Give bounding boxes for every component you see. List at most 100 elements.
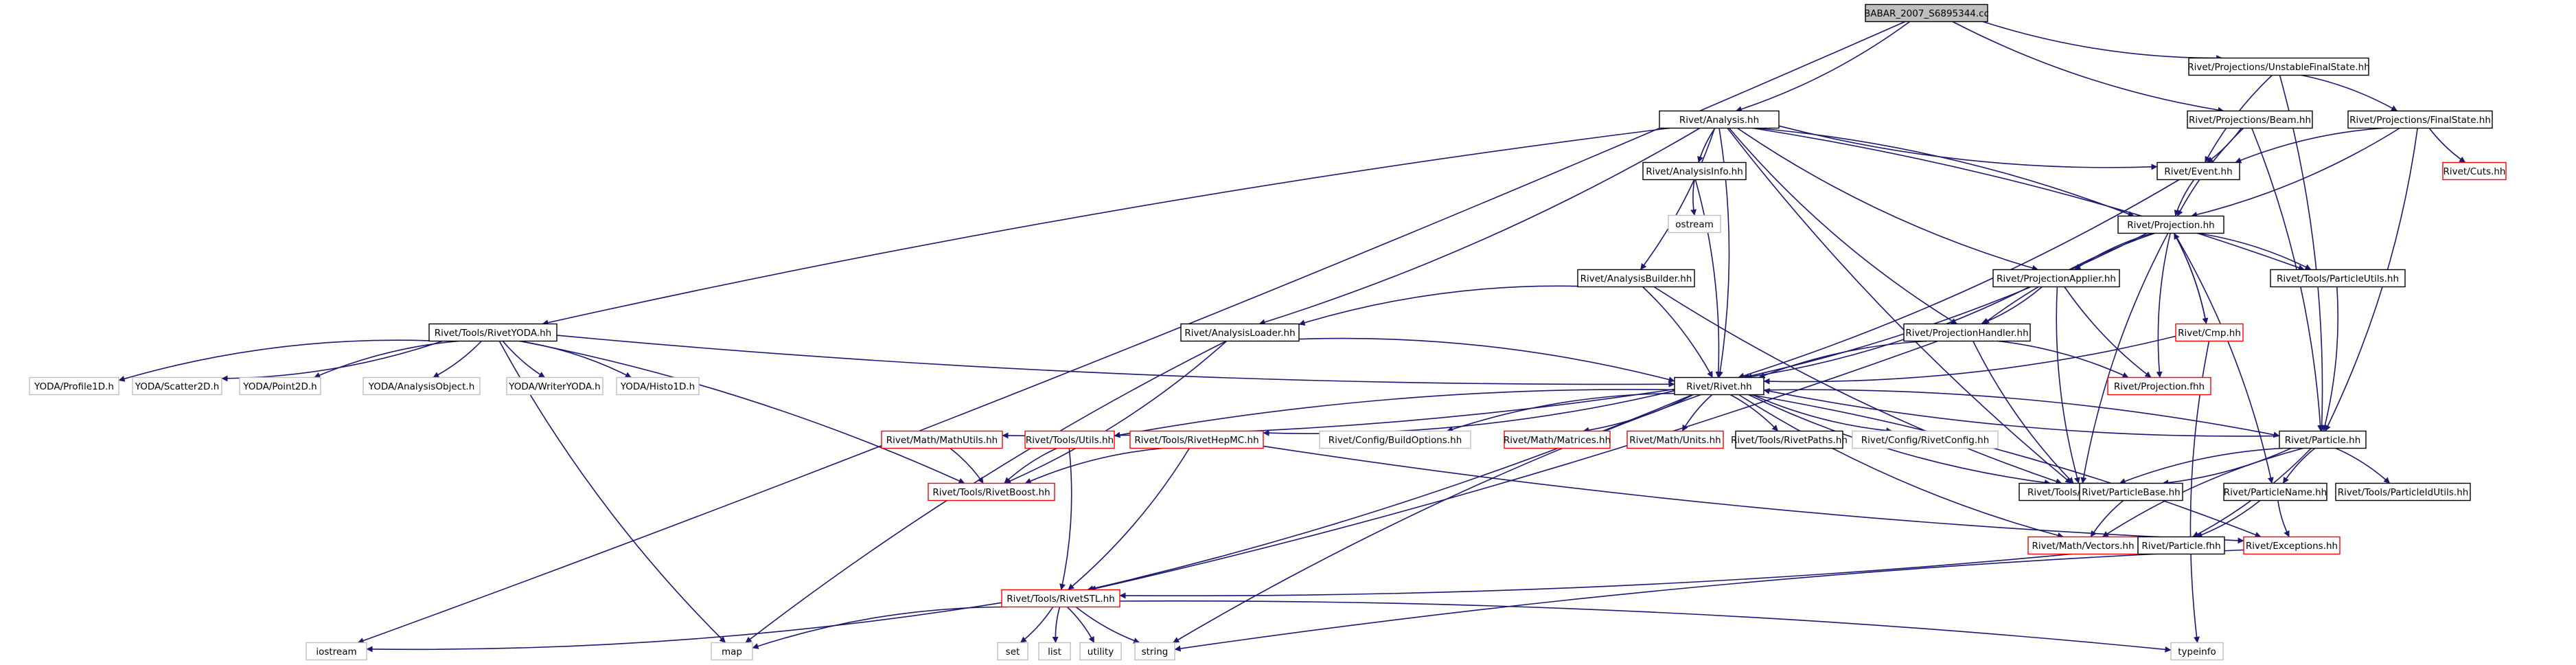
node-abuilder[interactable]: Rivet/AnalysisBuilder.hh: [1577, 269, 1695, 288]
node-cuts[interactable]: Rivet/Cuts.hh: [2442, 161, 2507, 181]
node-hepmc[interactable]: Rivet/Tools/RivetHepMC.hh: [1129, 430, 1264, 449]
node-box: [2187, 110, 2313, 129]
node-box: [2442, 161, 2507, 181]
edge-particle-to-rivethh: [1763, 388, 2280, 437]
node-stl[interactable]: Rivet/Tools/RivetSTL.hh: [1001, 589, 1120, 608]
edge-particle-to-pname: [2282, 447, 2316, 484]
node-projfhh[interactable]: Rivet/Projection.fhh: [2107, 376, 2211, 396]
node-list: list: [1038, 642, 1071, 661]
node-typeinfo: typeinfo: [2170, 642, 2224, 661]
node-pbase[interactable]: Rivet/ParticleBase.hh: [2079, 482, 2183, 501]
edge-analysis-to-logging: [1727, 128, 2072, 484]
edge-ryoda-to-rivethh: [556, 335, 1675, 387]
edge-root-to-beam: [1952, 21, 2224, 113]
edge-stl-to-string: [1075, 606, 1140, 644]
node-pidutils[interactable]: Rivet/Tools/ParticleIdUtils.hh: [2335, 482, 2471, 501]
edge-stl-to-map: [752, 606, 1008, 649]
edges: [118, 21, 2466, 653]
node-label: list: [1048, 646, 1061, 657]
node-label: typeinfo: [2178, 646, 2216, 657]
edge-phandler-to-projfhh: [1997, 340, 2129, 379]
edge-aloader-to-rivethh: [1298, 337, 1675, 383]
node-label: Rivet/Tools/RivetSTL.hh: [1007, 594, 1115, 605]
node-box: [132, 376, 222, 396]
node-ryoda[interactable]: Rivet/Tools/RivetYODA.hh: [428, 323, 557, 342]
edge-ryoda-to-profile: [118, 339, 430, 382]
node-putils[interactable]: Rivet/Tools/ParticleUtils.hh: [2270, 269, 2406, 288]
edge-particle-to-logging: [2119, 447, 2283, 484]
edge-mathutils-to-boost: [950, 447, 984, 484]
node-box: [2335, 482, 2471, 501]
node-label: Rivet/Analysis.hh: [1679, 115, 1759, 126]
node-label: Rivet/Config/BuildOptions.hh: [1329, 435, 1462, 446]
node-mathutils[interactable]: Rivet/Math/MathUtils.hh: [881, 430, 1003, 449]
edge-root-to-analysis: [1735, 21, 1911, 113]
node-box: [1735, 430, 1843, 449]
node-box: [616, 376, 700, 396]
node-box: [1642, 161, 1747, 181]
node-box: [1038, 642, 1071, 661]
node-ainfo[interactable]: Rivet/AnalysisInfo.hh: [1642, 161, 1747, 181]
edge-rivethh-to-units: [1681, 394, 1713, 431]
node-histo: YODA/Histo1D.h: [616, 376, 700, 396]
edge-hepmc-to-boost: [1024, 447, 1163, 484]
node-label: YODA/Histo1D.h: [620, 381, 695, 392]
node-exceptions[interactable]: Rivet/Exceptions.hh: [2243, 536, 2341, 555]
node-rivethh[interactable]: Rivet/Rivet.hh: [1674, 376, 1764, 396]
node-pname[interactable]: Rivet/ParticleName.hh: [2223, 482, 2327, 501]
node-label: string: [1142, 646, 1169, 657]
edge-analysis-to-rivethh: [1716, 128, 1730, 378]
node-label: Rivet/Cuts.hh: [2443, 166, 2506, 177]
node-phandler[interactable]: Rivet/ProjectionHandler.hh: [1903, 323, 2031, 342]
node-paths[interactable]: Rivet/Tools/RivetPaths.hh: [1731, 430, 1848, 449]
node-label: YODA/WriterYODA.h: [508, 381, 600, 392]
edge-papplier-to-projfhh: [2064, 286, 2152, 379]
node-aloader[interactable]: Rivet/AnalysisLoader.hh: [1180, 323, 1300, 342]
edge-projection-to-cmp: [2173, 233, 2209, 324]
node-label: Rivet/AnalysisLoader.hh: [1184, 328, 1295, 339]
node-pfhh[interactable]: Rivet/Particle.fhh: [2137, 536, 2225, 555]
node-label: Rivet/Math/MathUtils.hh: [886, 435, 998, 446]
node-box: [1903, 323, 2031, 342]
node-box: [363, 376, 481, 396]
node-box: [1134, 642, 1175, 661]
node-box: [2175, 323, 2244, 342]
node-label: Rivet/ParticleName.hh: [2224, 487, 2327, 498]
node-label: Rivet/Tools/ParticleUtils.hh: [2277, 273, 2399, 284]
edge-rivethh-to-vectors: [1738, 394, 2064, 539]
node-boost[interactable]: Rivet/Tools/RivetBoost.hh: [928, 482, 1055, 501]
node-matrices[interactable]: Rivet/Math/Matrices.hh: [1504, 430, 1611, 449]
node-cmp[interactable]: Rivet/Cmp.hh: [2175, 323, 2244, 342]
node-label: Rivet/AnalysisBuilder.hh: [1580, 273, 1692, 284]
edge-papplier-to-rivethh: [1745, 286, 2030, 380]
node-box: [239, 376, 321, 396]
node-label: Rivet/Tools/RivetHepMC.hh: [1134, 435, 1258, 446]
node-box: [2188, 57, 2369, 76]
node-fs[interactable]: Rivet/Projections/FinalState.hh: [2347, 110, 2493, 129]
node-box: [1319, 430, 1471, 449]
node-label: BABAR_2007_S6895344.cc: [1864, 8, 1989, 19]
node-box: [1626, 430, 1724, 449]
node-label: Rivet/Tools/RivetPaths.hh: [1731, 435, 1848, 446]
node-ufs[interactable]: Rivet/Projections/UnstableFinalState.hh: [2187, 57, 2370, 76]
node-root[interactable]: BABAR_2007_S6895344.cc: [1864, 3, 1989, 23]
node-event[interactable]: Rivet/Event.hh: [2157, 161, 2240, 181]
edge-ryoda-to-writer: [502, 340, 546, 379]
edge-rivethh-to-paths: [1729, 394, 1779, 432]
node-label: YODA/Profile1D.h: [34, 381, 114, 392]
node-box: [1674, 376, 1764, 396]
node-particle[interactable]: Rivet/Particle.hh: [2279, 430, 2367, 449]
node-toolsutils[interactable]: Rivet/Tools/Utils.hh: [1024, 430, 1115, 449]
node-analysis[interactable]: Rivet/Analysis.hh: [1659, 110, 1780, 129]
node-vectors[interactable]: Rivet/Math/Vectors.hh: [2027, 536, 2139, 555]
node-papplier[interactable]: Rivet/ProjectionApplier.hh: [1992, 269, 2120, 288]
edge-rivethh-to-stl: [1087, 394, 1693, 591]
node-beam[interactable]: Rivet/Projections/Beam.hh: [2187, 110, 2313, 129]
node-projection[interactable]: Rivet/Projection.hh: [2117, 215, 2224, 234]
edge-rivethh-to-exceptions: [1749, 394, 2262, 538]
node-box: [928, 482, 1055, 501]
edge-projection-to-logging: [2080, 233, 2169, 484]
node-units[interactable]: Rivet/Math/Units.hh: [1626, 430, 1724, 449]
edge-aloader-to-boost: [1004, 340, 1228, 484]
node-aobj: YODA/AnalysisObject.h: [363, 376, 481, 396]
